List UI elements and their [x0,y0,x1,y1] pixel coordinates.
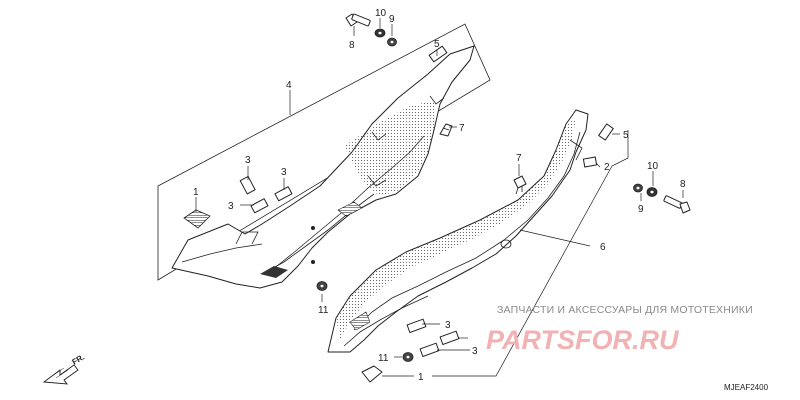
callout-3-d: 3 [445,320,451,331]
callout-5-right: 5 [623,130,629,141]
right-side-cover [327,109,589,353]
front-label: FR. [71,352,87,366]
callout-1-bottom: 1 [418,372,424,383]
callout-3-a: 3 [245,155,251,166]
tape-pads-left [239,175,293,214]
callout-10-right: 10 [647,161,659,172]
callout-11-left: 11 [318,305,329,316]
grommet-1-bottom [361,365,383,383]
tape-pad-5-top [428,45,448,63]
tape-pads-bottom [406,318,460,357]
left-assembly-outline [157,23,491,281]
front-arrow-icon: FR. [42,352,87,385]
callout-1-left: 1 [193,187,199,198]
callout-3-b: 3 [281,167,287,178]
bolt-and-washers-right [633,183,691,214]
callout-11-bottom: 11 [378,353,389,364]
callout-8-top: 8 [349,40,355,51]
watermark-text: ЗАПЧАСТИ И АКСЕССУАРЫ ДЛЯ МОТОТЕХНИКИ [497,304,753,316]
tape-pad-5-right [598,123,614,141]
callout-3-e: 3 [472,346,478,357]
diagram-code: MJEAF2400 [724,383,769,392]
clip-7-top [439,123,453,137]
callout-9-top: 9 [389,14,395,25]
callout-8-right: 8 [680,179,686,190]
callout-10-top: 10 [375,8,387,19]
grommet-1-left [183,209,211,229]
washer-11-left [316,281,328,291]
callout-5-top: 5 [434,39,440,50]
left-dotted-area [344,100,436,196]
callout-7-right: 7 [516,153,522,164]
callout-9-right: 9 [638,204,644,215]
washer-11-bottom [402,352,414,362]
assembly-6-frame [432,130,629,377]
grommet-2 [582,156,598,168]
callout-7-top: 7 [459,123,465,134]
left-side-cover [171,45,475,289]
callout-4: 4 [286,80,292,91]
bolt-and-washers-top [345,13,397,47]
callout-2: 2 [604,162,610,173]
clip-7-right [513,175,527,195]
callout-6: 6 [600,242,606,253]
leader-lines [195,18,684,377]
callout-3-c: 3 [228,201,234,212]
watermark-brand: PARTSFOR.RU [486,325,680,355]
